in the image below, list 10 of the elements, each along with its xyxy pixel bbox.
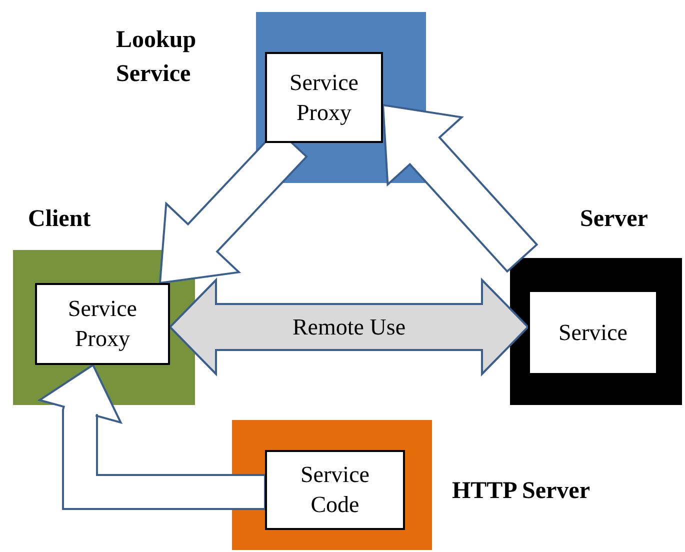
block-arrow <box>382 104 538 273</box>
component-box: Service <box>528 290 658 375</box>
component-box: Service Proxy <box>35 283 170 365</box>
block-arrow <box>37 364 266 510</box>
node-heading: HTTP Server <box>452 477 591 506</box>
component-box: Service Proxy <box>265 52 383 143</box>
component-box: Service Code <box>265 450 405 530</box>
node-heading: Client <box>28 205 92 234</box>
node-heading: Server <box>580 205 649 234</box>
node-heading: Lookup Service <box>116 26 198 89</box>
